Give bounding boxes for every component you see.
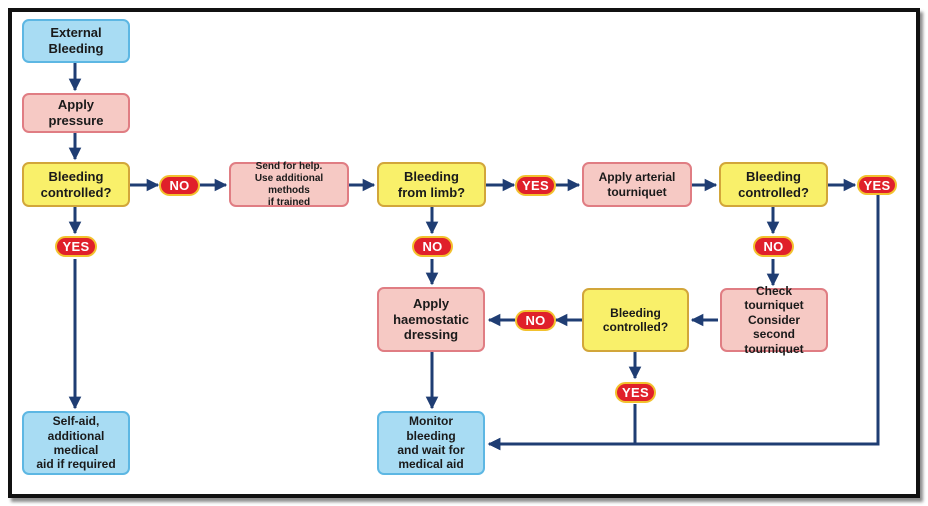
node-external-bleeding: External Bleeding [22,19,130,63]
node-self-aid: Self-aid, additional medical aid if requ… [22,411,130,475]
badge-no-controlled-1: NO [159,175,200,196]
badge-no-limb: NO [412,236,453,257]
badge-yes-controlled-2: YES [857,175,897,195]
badge-yes-limb: YES [515,175,556,196]
node-monitor-bleeding: Monitor bleeding and wait for medical ai… [377,411,485,475]
node-check-tourniquet: Check tourniquet Consider second tourniq… [720,284,828,356]
badge-no-controlled-2: NO [753,236,794,257]
node-bleeding-from-limb: Bleeding from limb? [377,162,486,207]
arrow-yes-to-monitor [487,404,637,451]
badge-yes-controlled-1: YES [55,236,97,257]
node-bleeding-controlled-2: Bleeding controlled? [719,162,828,207]
node-apply-arterial-tourniquet: Apply arterial tourniquet [582,162,692,207]
badge-yes-controlled-3: YES [615,382,656,403]
arrow-far-yes-to-monitor [487,195,880,451]
badge-no-controlled-3: NO [515,310,556,331]
node-bleeding-controlled-3: Bleeding controlled? [582,288,689,352]
node-apply-pressure: Apply pressure [22,93,130,133]
node-apply-haemostatic-dressing: Apply haemostatic dressing [377,287,485,352]
node-bleeding-controlled-1: Bleeding controlled? [22,162,130,207]
node-send-for-help: Send for help. Use additional methods if… [229,161,349,208]
